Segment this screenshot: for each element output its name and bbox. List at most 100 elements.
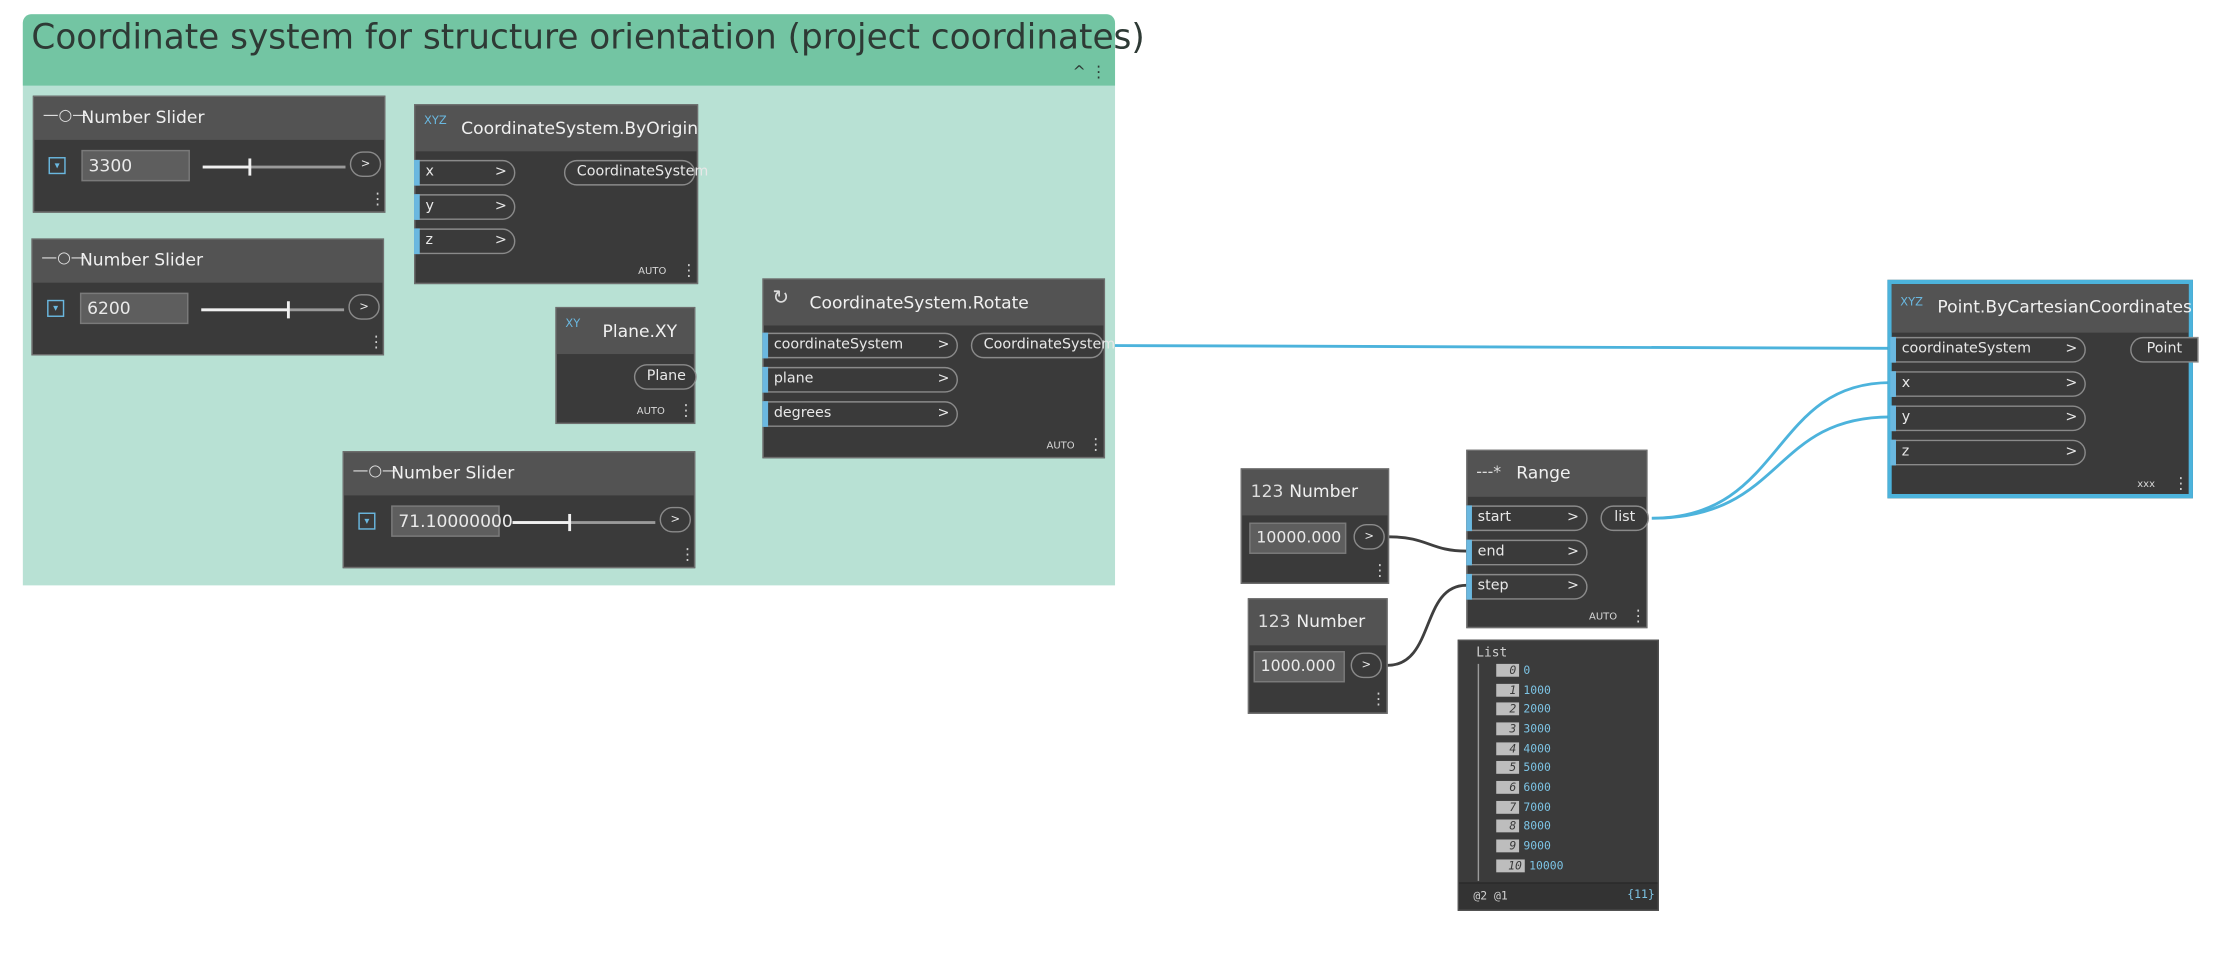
output-port-point[interactable]: Point <box>2130 336 2199 363</box>
preview-title: List <box>1476 646 1508 662</box>
node-menu-icon[interactable]: ⋮ <box>368 332 385 352</box>
node-header[interactable]: —○— Number Slider <box>344 452 694 496</box>
input-port-start[interactable]: start> <box>1466 505 1588 532</box>
number-slider-node-3[interactable]: —○— Number Slider ▾ 71.10000000 > ⋮ <box>342 451 696 569</box>
expand-dropdown-icon[interactable]: ▾ <box>47 299 65 317</box>
node-header[interactable]: —○— Number Slider <box>32 239 383 283</box>
node-menu-icon[interactable]: ⋮ <box>2172 473 2189 493</box>
lacing-label[interactable]: AUTO <box>1046 439 1075 452</box>
plane-xy-node[interactable]: XY Plane.XY Plane AUTO ⋮ <box>555 306 697 425</box>
slider-value-input[interactable]: 3300 <box>81 149 190 182</box>
group-header[interactable]: Coordinate system for structure orientat… <box>22 14 1145 86</box>
output-port[interactable]: > <box>659 506 692 533</box>
port-marker <box>1466 505 1472 532</box>
coordinatesystem-byorigin-node[interactable]: XYZ CoordinateSystem.ByOrigin x> y> z> C… <box>414 104 708 285</box>
group-title: Coordinate system for structure orientat… <box>31 17 1145 58</box>
wire-range-y <box>1651 415 1891 520</box>
node-menu-icon[interactable]: ⋮ <box>1372 561 1388 580</box>
node-header[interactable]: XYZ Point.ByCartesianCoordinates <box>1891 284 2192 333</box>
node-header[interactable]: 123 Number <box>1249 599 1387 646</box>
port-marker <box>414 159 420 186</box>
number-node-1[interactable]: 123 Number 10000.000 > ⋮ <box>1240 468 1390 584</box>
node-menu-icon[interactable]: ⋮ <box>679 545 696 564</box>
slider-track[interactable] <box>512 521 656 524</box>
wire-range-x <box>1651 381 1891 520</box>
slider-fill <box>202 165 250 169</box>
node-title: Number <box>1296 611 1366 632</box>
input-port-degrees[interactable]: degrees> <box>762 401 958 427</box>
node-menu-icon[interactable]: ⋮ <box>678 401 694 420</box>
lacing-label[interactable]: AUTO <box>1589 611 1618 623</box>
number-slider-node-1[interactable]: —○— Number Slider ▾ 3300 > ⋮ <box>32 95 386 213</box>
output-port[interactable]: > <box>349 151 382 178</box>
node-menu-icon[interactable]: ⋮ <box>681 261 697 280</box>
number-node-2[interactable]: 123 Number 1000.000 > ⋮ <box>1247 598 1388 714</box>
output-port-coordinatesystem[interactable]: CoordinateSystem <box>970 332 1115 359</box>
slider-thumb[interactable] <box>568 513 572 532</box>
node-header[interactable]: ↻ CoordinateSystem.Rotate <box>763 279 1104 326</box>
point-bycartesiancoordinates-node[interactable]: XYZ Point.ByCartesianCoordinates coordin… <box>1887 279 2199 499</box>
input-port-step[interactable]: step> <box>1466 573 1588 600</box>
expand-dropdown-icon[interactable]: ▾ <box>358 512 376 530</box>
output-port[interactable]: > <box>348 294 380 320</box>
output-port[interactable]: > <box>1353 523 1385 550</box>
port-marker <box>1890 405 1896 432</box>
input-port-coordinatesystem[interactable]: coordinateSystem> <box>1890 336 2086 363</box>
output-port-list[interactable]: list <box>1600 505 1649 532</box>
port-marker <box>414 194 420 220</box>
output-port-coordinatesystem[interactable]: CoordinateSystem <box>563 159 708 186</box>
number-slider-node-2[interactable]: —○— Number Slider ▾ 6200 > ⋮ <box>31 238 385 356</box>
slider-fill <box>201 308 289 312</box>
output-port[interactable]: > <box>1350 652 1383 679</box>
slider-icon: —○— <box>41 248 87 267</box>
lacing-label[interactable]: AUTO <box>636 405 665 417</box>
input-port-y[interactable]: y> <box>1890 405 2086 432</box>
input-port-end[interactable]: end> <box>1466 539 1588 566</box>
slider-value-input[interactable]: 71.10000000 <box>391 505 513 537</box>
input-port-x[interactable]: x> <box>1890 371 2086 397</box>
node-menu-icon[interactable]: ⋮ <box>1630 606 1647 626</box>
input-port-x[interactable]: x> <box>414 159 516 186</box>
port-marker <box>1466 573 1472 600</box>
node-header[interactable]: 123 Number <box>1242 469 1388 516</box>
expand-dropdown-icon[interactable]: ▾ <box>48 157 66 175</box>
slider-track[interactable] <box>202 165 346 169</box>
input-port-y[interactable]: y> <box>414 194 516 220</box>
slider-thumb[interactable] <box>248 158 252 176</box>
input-port-coordinatesystem[interactable]: coordinateSystem> <box>762 332 958 359</box>
input-port-z[interactable]: z> <box>1890 439 2086 466</box>
point-xyz-icon: XYZ <box>1900 295 1923 309</box>
number-value-input[interactable]: 1000.000 <box>1253 651 1345 683</box>
node-menu-icon[interactable]: ⋮ <box>1370 689 1387 709</box>
node-header[interactable]: ---* Range <box>1467 451 1647 497</box>
rotate-icon: ↻ <box>772 286 790 310</box>
slider-icon: —○— <box>352 461 398 480</box>
preview-tree-line <box>1477 663 1480 881</box>
list-levels-label[interactable]: @2 @1 <box>1473 889 1508 903</box>
node-title: CoordinateSystem.Rotate <box>809 292 1029 313</box>
coordinatesystem-rotate-node[interactable]: ↻ CoordinateSystem.Rotate coordinateSyst… <box>762 278 1115 459</box>
output-port-plane[interactable]: Plane <box>633 364 697 390</box>
node-menu-icon[interactable]: ⋮ <box>369 189 386 209</box>
group-collapse-icon[interactable]: ^ ⋮ <box>1072 62 1107 82</box>
slider-track[interactable] <box>201 308 345 312</box>
node-header[interactable]: —○— Number Slider <box>34 97 385 140</box>
node-menu-icon[interactable]: ⋮ <box>1087 435 1104 455</box>
lacing-label[interactable]: AUTO <box>638 265 667 277</box>
lacing-label[interactable]: xxx <box>2137 478 2156 490</box>
wire-num2-step <box>1387 583 1467 667</box>
slider-thumb[interactable] <box>286 301 290 319</box>
node-header[interactable]: XYZ CoordinateSystem.ByOrigin <box>415 105 698 152</box>
port-marker <box>1890 336 1896 363</box>
slider-value-input[interactable]: 6200 <box>79 292 189 325</box>
node-title: Plane.XY <box>602 321 678 342</box>
node-header[interactable]: XY Plane.XY <box>556 308 694 355</box>
number-value-input[interactable]: 10000.000 <box>1249 522 1347 554</box>
input-port-z[interactable]: z> <box>414 228 516 255</box>
range-node[interactable]: ---* Range start> end> step> list AUTO ⋮ <box>1466 449 1649 629</box>
input-port-plane[interactable]: plane> <box>762 366 958 393</box>
